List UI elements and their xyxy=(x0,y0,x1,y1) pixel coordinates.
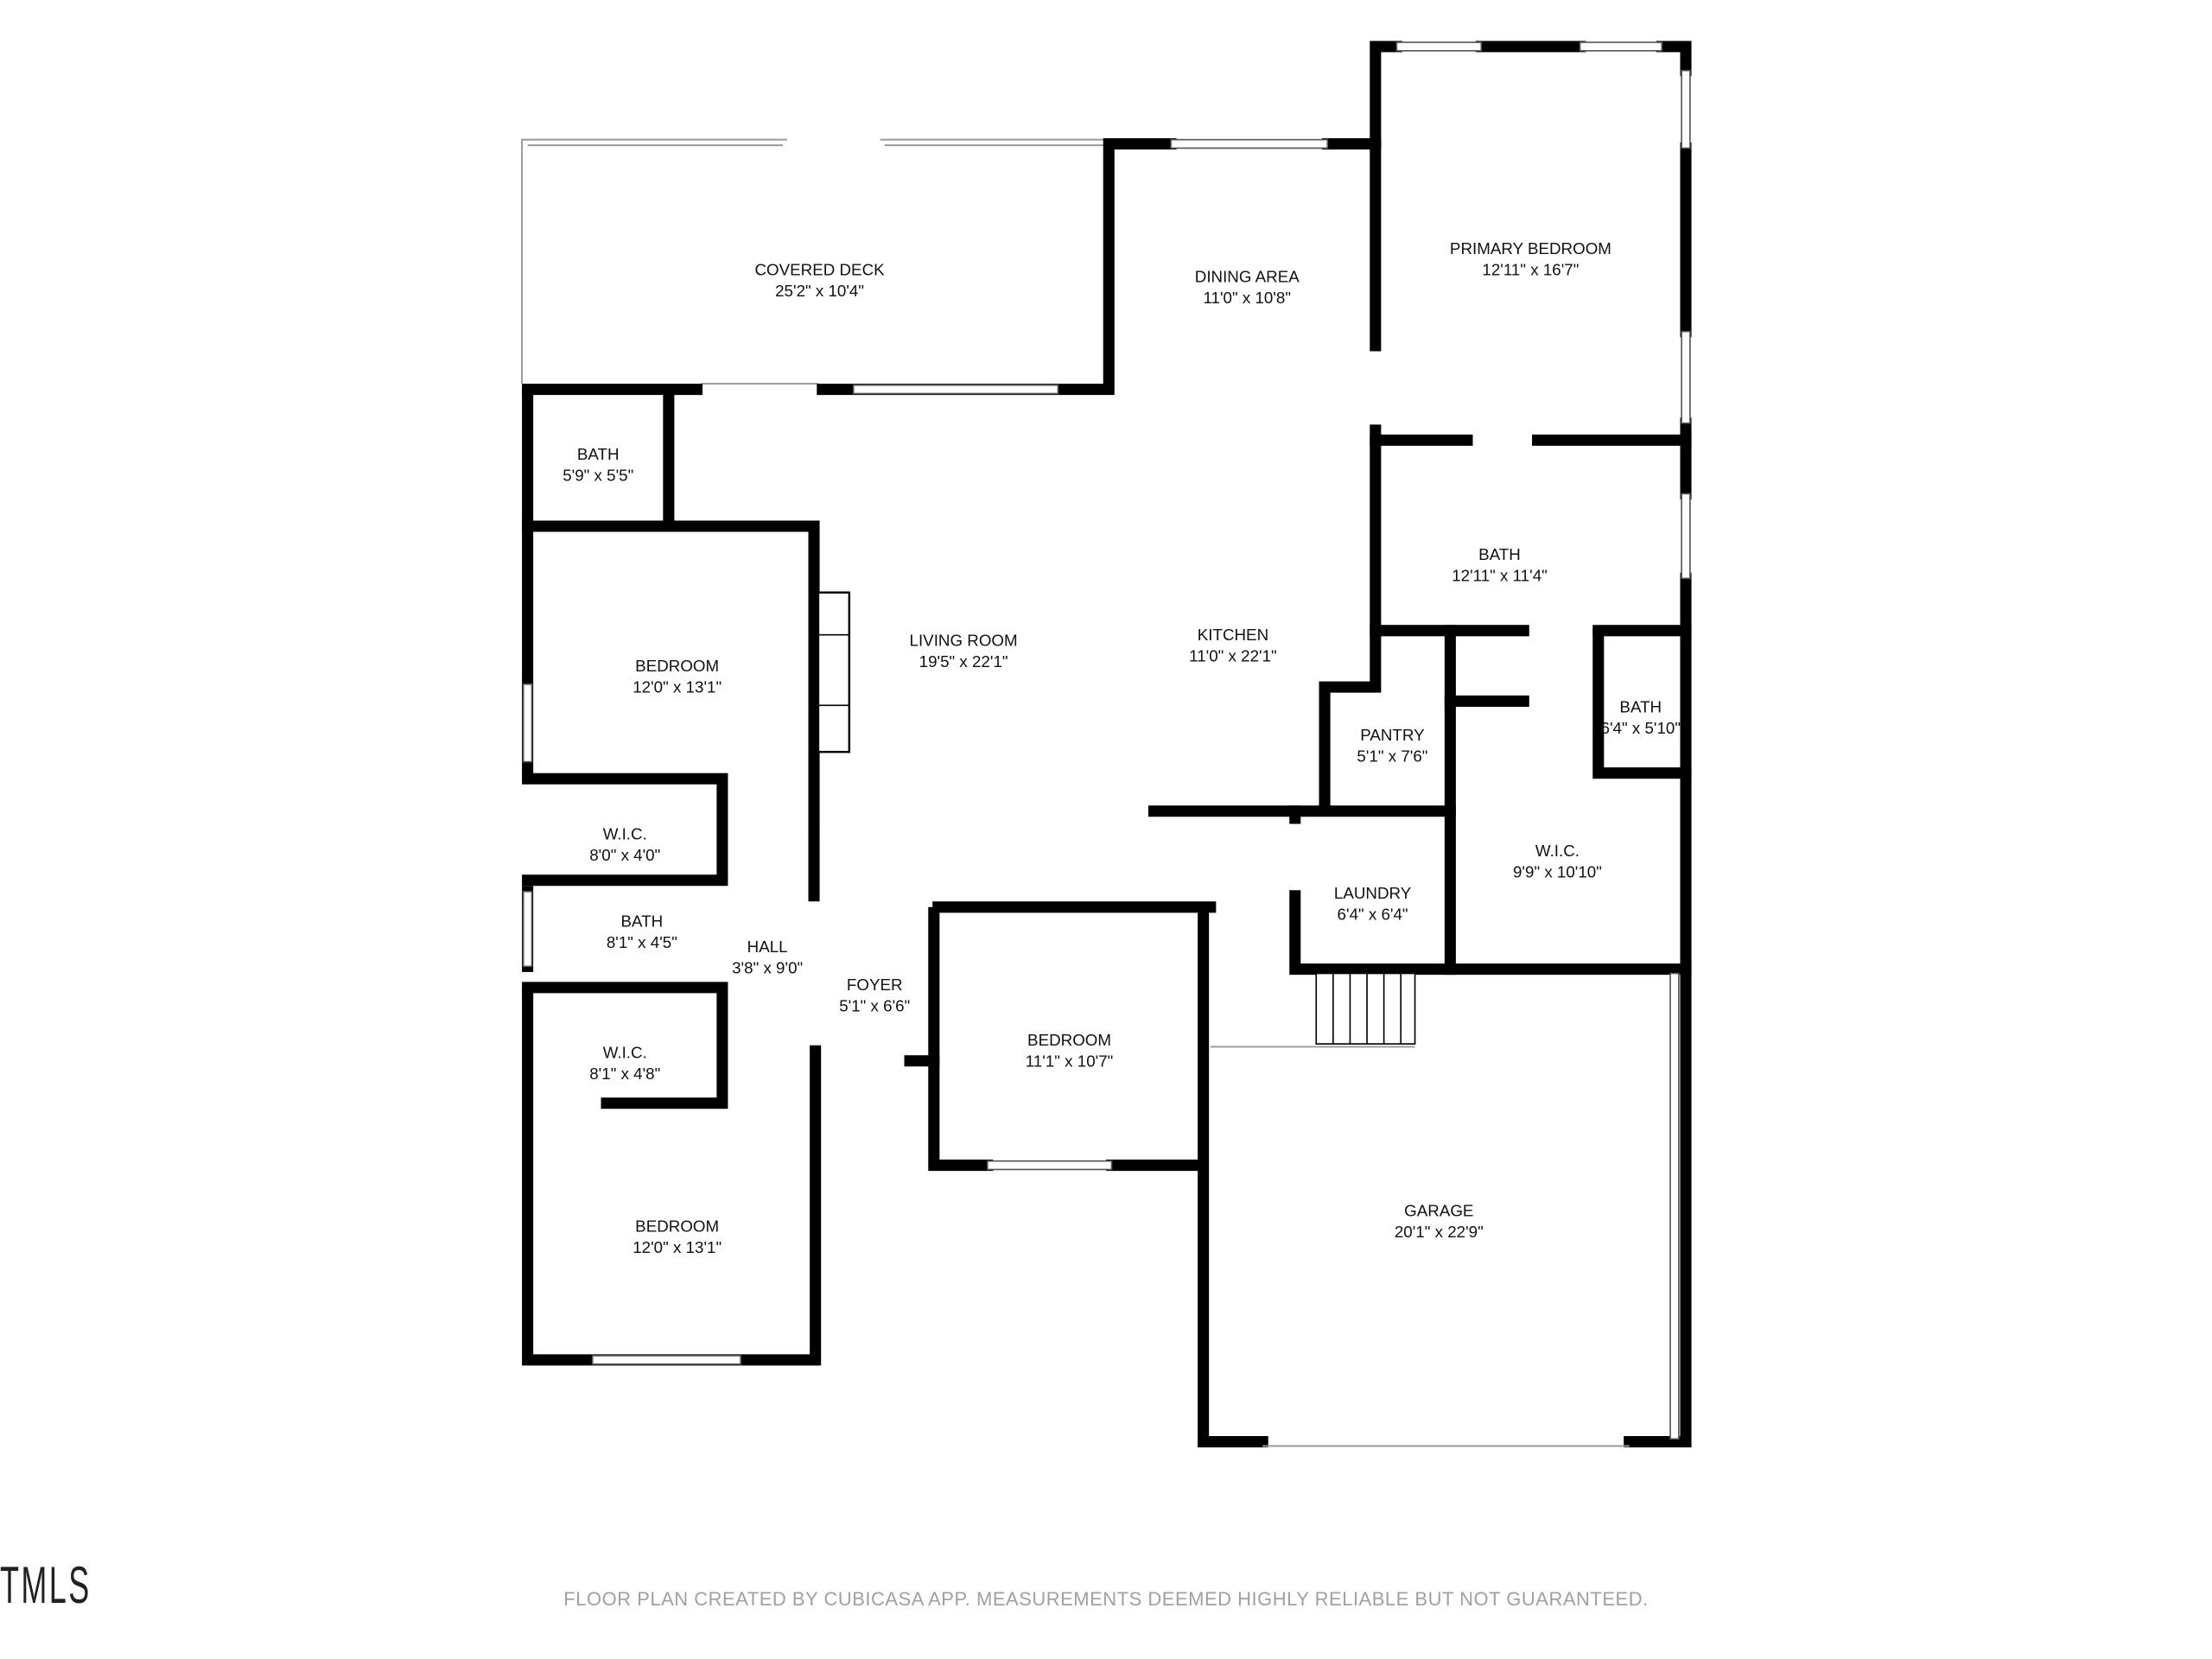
room-dimensions: 11'1" x 10'7" xyxy=(1026,1052,1114,1070)
room-label: BEDROOM 12'0" x 13'1" xyxy=(632,1217,721,1255)
room-label: FOYER 5'1" x 6'6" xyxy=(839,976,910,1014)
room-dimensions: 5'9" x 5'5" xyxy=(563,467,633,485)
room-dimensions: 8'1" x 4'5" xyxy=(607,933,677,951)
room-name: BEDROOM xyxy=(635,657,719,675)
room-dimensions: 12'11" x 11'4" xyxy=(1452,567,1548,585)
room-label: LIVING ROOM 19'5" x 22'1" xyxy=(910,632,1018,671)
room-label: COVERED DECK 25'2" x 10'4" xyxy=(754,260,885,299)
room-name: W.I.C. xyxy=(603,824,647,842)
room-dimensions: 11'0" x 10'8" xyxy=(1203,289,1291,307)
room-label: BATH 8'1" x 4'5" xyxy=(607,912,677,951)
room-dimensions: 11'0" x 22'1" xyxy=(1189,647,1277,665)
room-dimensions: 12'11" x 16'7" xyxy=(1482,260,1579,278)
windows xyxy=(522,41,1691,1447)
room-name: W.I.C. xyxy=(1535,842,1580,860)
room-labels: COVERED DECK 25'2" x 10'4" DINING AREA 11'0… xyxy=(563,239,1681,1256)
room-name: LAUNDRY xyxy=(1334,884,1412,902)
room-dimensions: 6'4" x 6'4" xyxy=(1338,905,1408,923)
room-label: PANTRY 5'1" x 7'6" xyxy=(1357,726,1427,765)
room-name: HALL xyxy=(747,938,788,956)
room-name: KITCHEN xyxy=(1198,626,1268,644)
room-dimensions: 8'0" x 4'0" xyxy=(589,846,660,864)
room-name: GARAGE xyxy=(1404,1201,1473,1219)
stairs xyxy=(1210,972,1416,1048)
room-dimensions: 5'1" x 7'6" xyxy=(1357,747,1427,766)
room-name: DINING AREA xyxy=(1195,268,1300,286)
room-label: PRIMARY BEDROOM 12'11" x 16'7" xyxy=(1450,239,1611,278)
room-name: COVERED DECK xyxy=(754,260,885,278)
walls xyxy=(522,41,1692,1448)
room-label: BATH 6'4" x 5'10" xyxy=(1601,697,1681,736)
room-label: BATH 12'11" x 11'4" xyxy=(1452,545,1548,584)
room-name: BATH xyxy=(621,912,664,931)
room-label: KITCHEN 11'0" x 22'1" xyxy=(1189,626,1277,664)
room-label: LAUNDRY 6'4" x 6'4" xyxy=(1334,884,1412,923)
footer-text: FLOOR PLAN CREATED BY CUBICASA APP. MEAS… xyxy=(563,1588,1649,1610)
room-name: BATH xyxy=(577,445,620,463)
room-label: BEDROOM 11'1" x 10'7" xyxy=(1026,1031,1114,1070)
room-label: W.I.C. 9'9" x 10'10" xyxy=(1513,842,1602,880)
room-label: GARAGE 20'1" x 22'9" xyxy=(1395,1201,1484,1240)
covered-deck-outline xyxy=(521,138,1108,385)
room-name: BEDROOM xyxy=(1027,1031,1111,1049)
room-name: FOYER xyxy=(847,976,903,994)
room-dimensions: 8'1" x 4'8" xyxy=(589,1065,660,1083)
room-label: DINING AREA 11'0" x 10'8" xyxy=(1195,268,1300,307)
room-dimensions: 9'9" x 10'10" xyxy=(1513,863,1602,881)
room-name: BATH xyxy=(1478,545,1521,563)
room-dimensions: 20'1" x 22'9" xyxy=(1395,1223,1484,1241)
room-label: BATH 5'9" x 5'5" xyxy=(563,445,633,484)
footer-disclaimer: FLOOR PLAN CREATED BY CUBICASA APP. MEAS… xyxy=(0,1588,2212,1611)
room-name: BEDROOM xyxy=(635,1217,719,1235)
room-dimensions: 25'2" x 10'4" xyxy=(775,282,864,300)
room-dimensions: 12'0" x 13'1" xyxy=(632,1238,721,1256)
room-name: BATH xyxy=(1619,697,1662,715)
room-name: LIVING ROOM xyxy=(910,632,1018,650)
room-name: W.I.C. xyxy=(603,1043,647,1061)
room-label: HALL 3'8" x 9'0" xyxy=(732,938,803,976)
room-name: PRIMARY BEDROOM xyxy=(1450,239,1611,257)
fireplace xyxy=(817,591,851,753)
room-dimensions: 12'0" x 13'1" xyxy=(632,678,721,696)
tmls-logo: TMLS xyxy=(0,1556,92,1614)
room-dimensions: 5'1" x 6'6" xyxy=(839,997,910,1015)
room-name: PANTRY xyxy=(1360,726,1425,744)
room-label: W.I.C. 8'1" x 4'8" xyxy=(589,1043,660,1082)
room-label: W.I.C. 8'0" x 4'0" xyxy=(589,824,660,863)
room-dimensions: 19'5" x 22'1" xyxy=(919,652,1008,671)
room-label: BEDROOM 12'0" x 13'1" xyxy=(632,657,721,696)
room-dimensions: 6'4" x 5'10" xyxy=(1601,719,1681,737)
room-dimensions: 3'8" x 9'0" xyxy=(732,959,803,977)
